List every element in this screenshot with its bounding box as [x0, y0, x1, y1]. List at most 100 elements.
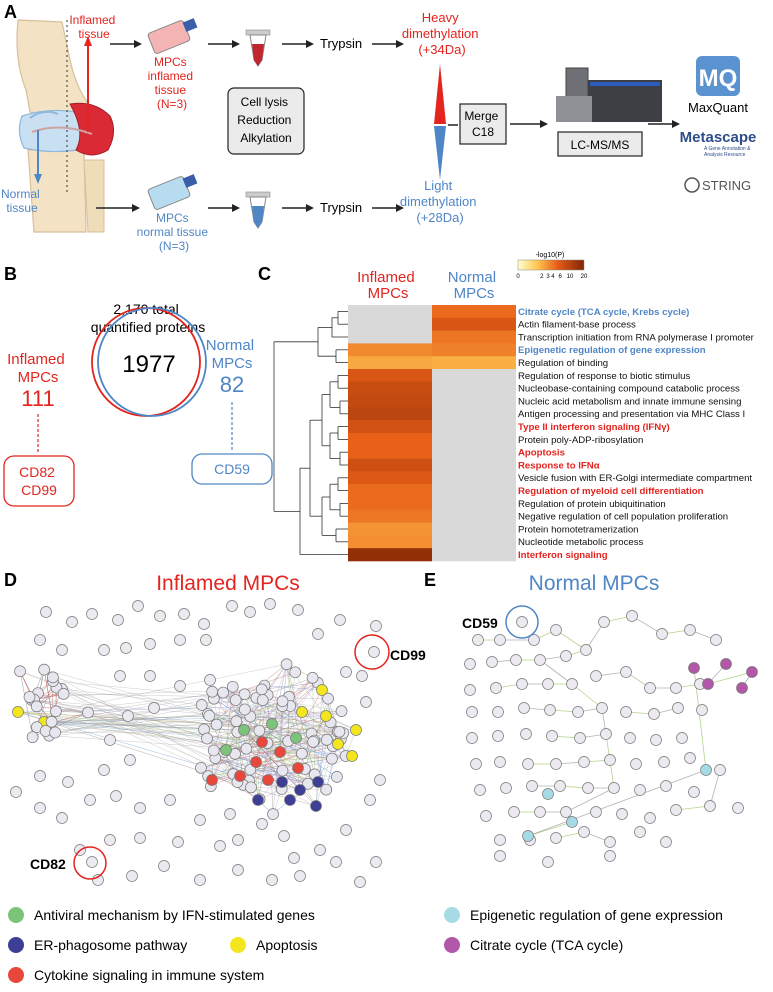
- network-node: [732, 802, 744, 814]
- legend-swatch-cytokine: [8, 967, 24, 983]
- network-node: [688, 786, 700, 798]
- heatmap-cell-normal: [432, 356, 516, 370]
- network-node: [47, 671, 59, 684]
- network-node: [38, 663, 50, 676]
- legend-tick-label: 2: [540, 274, 544, 280]
- network-node: [704, 800, 716, 812]
- heatmap-cell-inflamed: [348, 548, 432, 562]
- network-node: [84, 794, 96, 806]
- legend-tick-label: 6: [559, 274, 563, 280]
- network-node: [206, 774, 218, 786]
- network-edge: [19, 671, 33, 738]
- cd99-label: CD99: [390, 647, 426, 663]
- network-node: [174, 680, 186, 692]
- network-edge: [250, 769, 309, 785]
- network-node: [356, 670, 368, 682]
- network-node: [604, 754, 616, 766]
- network-node: [122, 710, 134, 722]
- network-node: [245, 781, 257, 794]
- metascape-sub-label: A Gene Annotation & Analysis Resource: [704, 146, 752, 158]
- network-node: [331, 771, 343, 783]
- network-node: [204, 674, 216, 686]
- panel-e: E Normal MPCs CD59: [424, 570, 758, 868]
- network-edge: [295, 689, 323, 739]
- venn-overlap-count: 1977: [122, 351, 175, 378]
- network-edge: [527, 769, 707, 837]
- network-node: [195, 762, 207, 774]
- network-node: [57, 688, 70, 700]
- network-edge: [17, 711, 268, 744]
- network-node: [360, 696, 372, 708]
- network-node: [144, 638, 156, 650]
- network-node: [316, 684, 328, 696]
- network-node: [534, 654, 546, 666]
- network-node: [294, 784, 306, 796]
- heatmap-color-scale: [517, 259, 585, 271]
- heatmap-cell-normal: [432, 369, 516, 383]
- trypsin-top: Trypsin: [320, 36, 362, 51]
- heatmap-term-label: Antigen processing and presentation via …: [518, 409, 745, 420]
- network-node: [34, 770, 46, 782]
- legend-swatch-apoptosis: [230, 937, 246, 953]
- light-dimethylation-label: Light dimethylation (+28Da): [400, 178, 480, 225]
- network-node: [62, 776, 74, 788]
- heatmap-cell-normal: [432, 497, 516, 511]
- network-edge: [213, 710, 342, 751]
- network-node: [292, 604, 304, 616]
- panel-label-e: E: [424, 570, 436, 590]
- network-node: [580, 644, 592, 656]
- network-node: [494, 834, 506, 846]
- network-node: [464, 684, 476, 696]
- network-node: [244, 606, 256, 618]
- network-node: [322, 692, 334, 705]
- trypsin-bottom: Trypsin: [320, 200, 362, 215]
- network-edge: [222, 692, 283, 783]
- col-normal-header: Normal MPCs: [448, 269, 501, 302]
- network-node: [350, 724, 362, 736]
- network-node: [104, 834, 116, 846]
- network-edge: [206, 738, 346, 757]
- network-node: [120, 642, 132, 654]
- network-node: [374, 774, 386, 786]
- network-node: [66, 616, 78, 628]
- network-node: [340, 824, 352, 836]
- network-edge: [267, 742, 353, 757]
- network-node: [550, 758, 562, 770]
- network-edge: [259, 755, 353, 800]
- network-node: [274, 746, 286, 758]
- legend-swatch-antiviral: [8, 907, 24, 923]
- network-node: [278, 830, 290, 842]
- network-node: [590, 670, 602, 682]
- network-edge: [210, 740, 315, 787]
- heatmap-term-label: Transcription initiation from RNA polyme…: [518, 332, 755, 343]
- network-edge: [261, 682, 319, 743]
- panel-label-b: B: [4, 264, 17, 284]
- network-edge: [209, 709, 245, 717]
- legend-swatch-citrate: [444, 937, 460, 953]
- network-edge: [51, 710, 342, 723]
- network-edge: [250, 787, 327, 790]
- network-node: [34, 802, 46, 814]
- tube-red-icon: [245, 29, 271, 67]
- network-node: [134, 802, 146, 814]
- normal-markers-box: [191, 453, 273, 485]
- lcms-box: [557, 131, 643, 157]
- heatmap-term-label: Apoptosis: [518, 448, 565, 459]
- network-node: [714, 764, 726, 776]
- heavy-dimethylation-label: Heavy dimethylation (+34Da): [402, 10, 482, 57]
- network-node: [174, 634, 186, 646]
- network-node: [148, 702, 160, 714]
- network-edge: [61, 688, 202, 706]
- network-node: [266, 718, 278, 730]
- legend-tick-label: 20: [581, 274, 588, 280]
- venn-normal-label: Normal MPCs: [206, 337, 259, 372]
- network-edge: [34, 699, 205, 730]
- network-node: [600, 728, 612, 740]
- network-edge: [61, 688, 252, 788]
- network-node: [590, 806, 602, 818]
- heatmap-cell-inflamed: [348, 522, 432, 536]
- network-node: [276, 776, 288, 788]
- heatmap-cell-inflamed: [348, 394, 432, 408]
- network-edge: [244, 694, 315, 775]
- network-node: [230, 715, 243, 728]
